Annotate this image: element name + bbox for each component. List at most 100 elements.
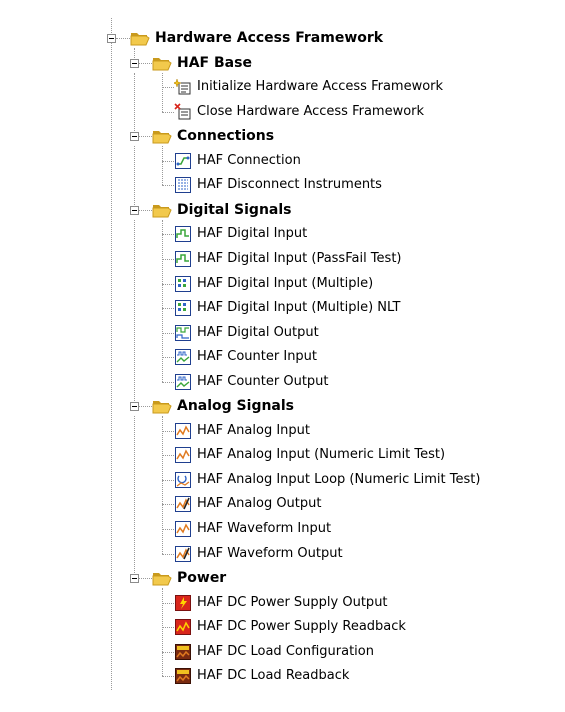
tree-node-item-label: Close Hardware Access Framework xyxy=(197,103,425,119)
item-line xyxy=(162,416,163,554)
tree-node-item-label: HAF Connection xyxy=(197,152,301,168)
waveform-input-icon xyxy=(174,520,192,538)
tree-line xyxy=(162,529,174,530)
close-icon xyxy=(174,103,192,121)
tree-node-item[interactable]: HAF Digital Input xyxy=(174,224,307,244)
disconnect-icon xyxy=(174,176,192,194)
group-expander-1[interactable] xyxy=(130,132,139,142)
tree-line xyxy=(162,87,174,89)
group-expander-3[interactable] xyxy=(130,402,139,412)
root-line xyxy=(111,43,112,690)
tree-node-item[interactable]: HAF Digital Output xyxy=(174,323,319,343)
tree-node-item[interactable]: HAF Waveform Input xyxy=(174,519,331,539)
tree-node-item-label: HAF DC Power Supply Readback xyxy=(197,619,406,635)
root-line-top xyxy=(111,18,112,33)
tree-line xyxy=(162,357,174,359)
tree-node-item-label: HAF DC Load Readback xyxy=(197,668,350,684)
tree-line xyxy=(139,62,152,64)
tree-node-item[interactable]: HAF Counter Output xyxy=(174,372,329,392)
tree-node-item[interactable]: Close Hardware Access Framework xyxy=(174,102,424,122)
tree-node-item[interactable]: Initialize Hardware Access Framework xyxy=(174,77,443,97)
item-line xyxy=(162,588,163,677)
tree-line xyxy=(162,627,174,629)
tree-node-group[interactable]: Power xyxy=(152,568,226,588)
tree-node-item[interactable]: HAF Digital Input (PassFail Test) xyxy=(174,249,401,269)
tree-node-group[interactable]: HAF Base xyxy=(152,53,252,73)
dc-load-configuration-icon xyxy=(174,643,192,661)
tree-node-item[interactable]: HAF DC Power Supply Readback xyxy=(174,617,406,637)
digital-output-icon xyxy=(174,324,192,342)
analog-input-nlt-icon xyxy=(174,446,192,464)
tree-node-group[interactable]: Connections xyxy=(152,126,274,146)
tree-line xyxy=(162,111,174,113)
tree-node-group-label: Power xyxy=(177,570,227,587)
tree-node-item[interactable]: HAF DC Load Readback xyxy=(174,666,349,686)
initialize-icon xyxy=(174,78,192,96)
group-line xyxy=(134,219,135,402)
group-line xyxy=(134,72,135,132)
tree-node-item[interactable]: HAF Counter Input xyxy=(174,347,317,367)
tree-line xyxy=(162,234,174,236)
folder-open-icon xyxy=(152,55,172,71)
tree-line xyxy=(162,332,174,334)
group-line xyxy=(134,48,135,58)
tree-node-item[interactable]: HAF Analog Input (Numeric Limit Test) xyxy=(174,445,445,465)
tree-node-item-label: HAF Digital Input xyxy=(197,226,308,242)
tree-node-item-label: HAF Digital Input (Multiple) NLT xyxy=(197,300,401,316)
tree-line xyxy=(162,258,174,260)
tree-node-group[interactable]: Analog Signals xyxy=(152,396,294,416)
group-line xyxy=(134,146,135,205)
analog-input-loop-icon xyxy=(174,471,192,489)
tree-line xyxy=(162,381,174,383)
tree-node-item[interactable]: HAF Digital Input (Multiple) NLT xyxy=(174,298,400,318)
tree-node-item-label: HAF Analog Input Loop (Numeric Limit Tes… xyxy=(197,471,481,487)
group-expander-4[interactable] xyxy=(130,574,139,584)
counter-output-icon xyxy=(174,373,192,391)
tree-node-item-label: HAF Digital Input (PassFail Test) xyxy=(197,250,402,266)
item-line xyxy=(162,146,163,186)
counter-input-icon xyxy=(174,348,192,366)
root-expander[interactable] xyxy=(107,34,116,43)
tree-line xyxy=(162,602,174,604)
tree-node-item[interactable]: HAF DC Power Supply Output xyxy=(174,593,388,613)
tree-line xyxy=(116,38,130,39)
power-supply-output-icon xyxy=(174,594,192,612)
tree-node-item[interactable]: HAF Waveform Output xyxy=(174,544,343,564)
tree-node-item-label: HAF Counter Input xyxy=(197,349,318,365)
tree-node-item-label: HAF Waveform Output xyxy=(197,545,343,561)
tree-line xyxy=(162,430,174,432)
tree-node-group-label: Analog Signals xyxy=(177,398,295,415)
tree-line xyxy=(139,209,152,211)
tree-node-item[interactable]: HAF Digital Input (Multiple) xyxy=(174,274,373,294)
tree-node-group-label: Connections xyxy=(177,128,275,145)
tree-node-item[interactable]: HAF Analog Output xyxy=(174,494,321,514)
tree-node-item-label: HAF Disconnect Instruments xyxy=(197,177,382,193)
tree-line xyxy=(139,406,152,408)
folder-open-icon xyxy=(152,128,172,144)
tree-node-item-label: HAF Analog Output xyxy=(197,496,322,512)
folder-open-icon xyxy=(152,570,172,586)
tree-node-item[interactable]: HAF Connection xyxy=(174,151,301,171)
tree-node-item-label: HAF Waveform Input xyxy=(197,521,332,536)
digital-input-multiple-icon xyxy=(174,275,192,293)
tree-node-item-label: HAF Digital Input (Multiple) xyxy=(197,275,374,291)
tree-node-group-label: HAF Base xyxy=(177,54,252,71)
tree-node-root[interactable]: Hardware Access Framework xyxy=(130,28,383,48)
tree-node-item[interactable]: HAF Analog Input Loop (Numeric Limit Tes… xyxy=(174,470,480,490)
tree-node-item-label: Initialize Hardware Access Framework xyxy=(197,79,444,95)
tree-line xyxy=(162,185,174,187)
tree-node-item[interactable]: HAF Disconnect Instruments xyxy=(174,175,382,195)
tree-line xyxy=(162,676,174,678)
folder-open-icon xyxy=(152,202,172,218)
group-expander-0[interactable] xyxy=(130,58,139,68)
tree-node-item[interactable]: HAF DC Load Configuration xyxy=(174,642,374,662)
group-expander-2[interactable] xyxy=(130,205,139,215)
tree-line xyxy=(139,136,152,138)
tree-node-item-label: HAF DC Power Supply Output xyxy=(197,594,388,610)
folder-open-icon xyxy=(130,30,150,46)
tree-node-item[interactable]: HAF Analog Input xyxy=(174,421,310,441)
tree-line xyxy=(162,283,174,285)
analog-input-icon xyxy=(174,422,192,440)
tree-node-group[interactable]: Digital Signals xyxy=(152,200,292,220)
